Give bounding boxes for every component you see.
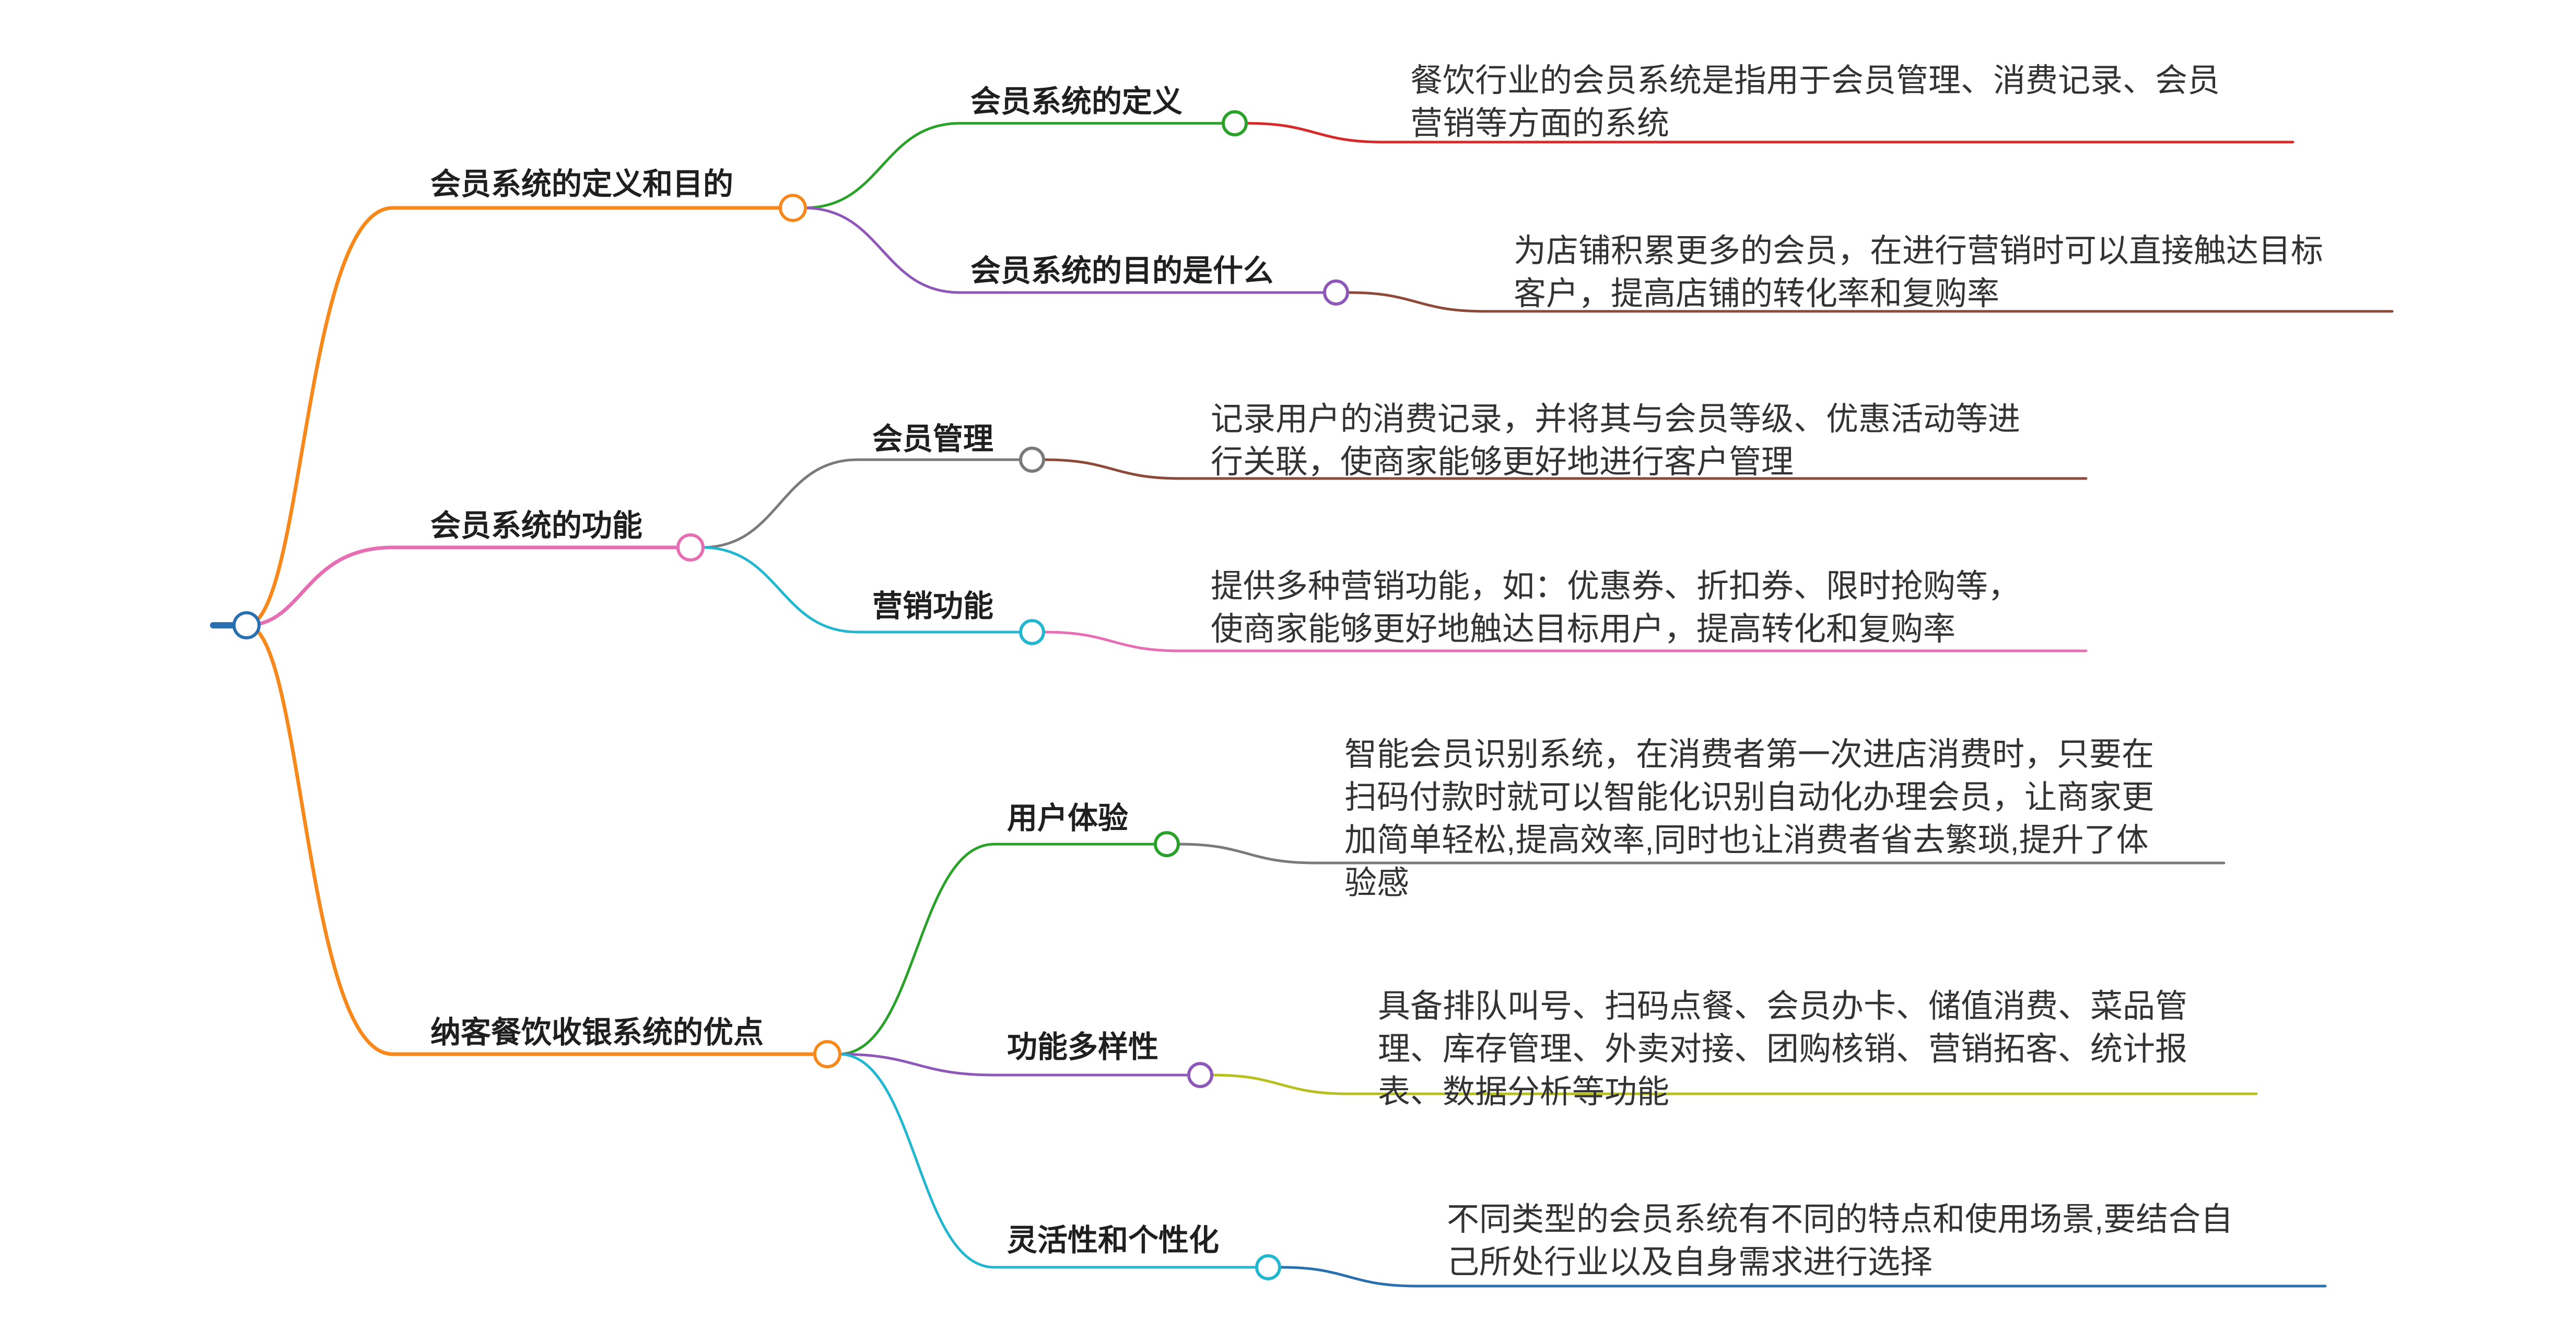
desc-line: 行关联，使商家能够更好地进行客户管理 bbox=[1211, 444, 1794, 480]
desc-line: 验感 bbox=[1344, 865, 1410, 901]
topic-label-user-experience: 用户体验 bbox=[1007, 801, 1129, 835]
topic-connector bbox=[700, 458, 1021, 549]
branch-label-advantages: 纳客餐饮收银系统的优点 bbox=[430, 1015, 764, 1049]
topic-node-circle bbox=[1222, 110, 1248, 136]
description-underline bbox=[1043, 458, 2088, 480]
topic-label-flexibility: 灵活性和个性化 bbox=[1007, 1223, 1220, 1257]
description-underline bbox=[1246, 122, 2294, 144]
desc-line: 具备排队叫号、扫码点餐、会员办卡、储值消费、菜品管 bbox=[1378, 988, 2188, 1024]
description-underline bbox=[1211, 1073, 2258, 1095]
topic-connector bbox=[837, 1053, 1257, 1269]
topic-label-diversity: 功能多样性 bbox=[1007, 1030, 1159, 1064]
description-underline bbox=[1043, 631, 2088, 652]
desc-member-management: 记录用户的消费记录，并将其与会员等级、优惠活动等进 行关联，使商家能够更好地进行… bbox=[1211, 398, 2020, 484]
mindmap-edges bbox=[210, 122, 2394, 1288]
topic-connector bbox=[837, 1053, 1189, 1077]
topic-label-member-management: 会员管理 bbox=[872, 422, 994, 456]
branch-connector bbox=[244, 623, 817, 1056]
desc-line: 提供多种营销功能，如：优惠券、折扣券、限时抢购等， bbox=[1211, 568, 2021, 604]
topic-label-purpose: 会员系统的目的是什么 bbox=[970, 254, 1274, 288]
desc-definition: 餐饮行业的会员系统是指用于会员管理、消费记录、会员 营销等方面的系统 bbox=[1410, 60, 2220, 145]
branch-connector bbox=[244, 206, 782, 627]
topic-connector bbox=[837, 843, 1156, 1056]
desc-diversity: 具备排队叫号、扫码点餐、会员办卡、储值消费、菜品管 理、库存管理、外卖对接、团购… bbox=[1378, 985, 2187, 1114]
desc-purpose: 为店铺积累更多的会员，在进行营销时可以直接触达目标 客户，提高店铺的转化率和复购… bbox=[1514, 230, 2323, 316]
topic-node-circle bbox=[1255, 1254, 1281, 1280]
topic-node-circle bbox=[1019, 447, 1045, 473]
branch-label-definition-purpose: 会员系统的定义和目的 bbox=[430, 167, 734, 201]
desc-line: 为店铺积累更多的会员，在进行营销时可以直接触达目标 bbox=[1514, 233, 2324, 269]
desc-user-experience: 智能会员识别系统，在消费者第一次进店消费时，只要在 扫码付款时就可以智能化识别自… bbox=[1344, 733, 2154, 905]
branch-node-circle bbox=[676, 533, 705, 562]
topic-node-circle bbox=[1154, 831, 1180, 857]
topic-node-circle bbox=[1019, 619, 1045, 645]
desc-line: 理、库存管理、外卖对接、团购核销、营销拓客、统计报 bbox=[1378, 1031, 2188, 1067]
desc-line: 扫码付款时就可以智能化识别自动化办理会员，让商家更 bbox=[1344, 779, 2155, 815]
topic-node-circle bbox=[1323, 279, 1349, 306]
topic-label-definition: 会员系统的定义 bbox=[970, 85, 1183, 119]
topic-connector bbox=[700, 546, 1021, 634]
desc-marketing: 提供多种营销功能，如：优惠券、折扣券、限时抢购等， 使商家能够更好地触达目标用户… bbox=[1211, 565, 2020, 651]
branch-connector bbox=[244, 545, 680, 627]
desc-flexibility: 不同类型的会员系统有不同的特点和使用场景,要结合自 己所处行业以及自身需求进行选… bbox=[1447, 1198, 2233, 1284]
desc-line: 表、数据分析等功能 bbox=[1378, 1074, 1670, 1110]
desc-line: 智能会员识别系统，在消费者第一次进店消费时，只要在 bbox=[1344, 737, 2155, 773]
desc-line: 餐饮行业的会员系统是指用于会员管理、消费记录、会员 bbox=[1410, 63, 2220, 99]
desc-line: 客户，提高店铺的转化率和复购率 bbox=[1514, 276, 2000, 312]
description-underline bbox=[1279, 1266, 2327, 1288]
topic-label-marketing: 营销功能 bbox=[872, 589, 994, 623]
desc-line: 记录用户的消费记录，并将其与会员等级、优惠活动等进 bbox=[1211, 401, 2021, 437]
desc-line: 加简单轻松,提高效率,同时也让消费者省去繁琐,提升了体 bbox=[1344, 822, 2149, 858]
desc-line: 营销等方面的系统 bbox=[1410, 106, 1670, 142]
description-underline bbox=[1178, 843, 2226, 865]
desc-line: 不同类型的会员系统有不同的特点和使用场景,要结合自 bbox=[1447, 1201, 2233, 1237]
desc-line: 己所处行业以及自身需求进行选择 bbox=[1447, 1244, 1933, 1280]
desc-line: 使商家能够更好地触达目标用户，提高转化和复购率 bbox=[1211, 611, 1956, 647]
branch-label-functions: 会员系统的功能 bbox=[430, 509, 643, 543]
topic-connector bbox=[803, 122, 1224, 209]
branch-node-circle bbox=[813, 1040, 841, 1068]
root-node-circle bbox=[232, 611, 261, 639]
branch-node-circle bbox=[779, 194, 807, 222]
description-underline bbox=[1347, 291, 2394, 313]
topic-node-circle bbox=[1187, 1062, 1213, 1088]
mindmap-nodes bbox=[232, 110, 1349, 1280]
topic-connector bbox=[803, 206, 1325, 294]
